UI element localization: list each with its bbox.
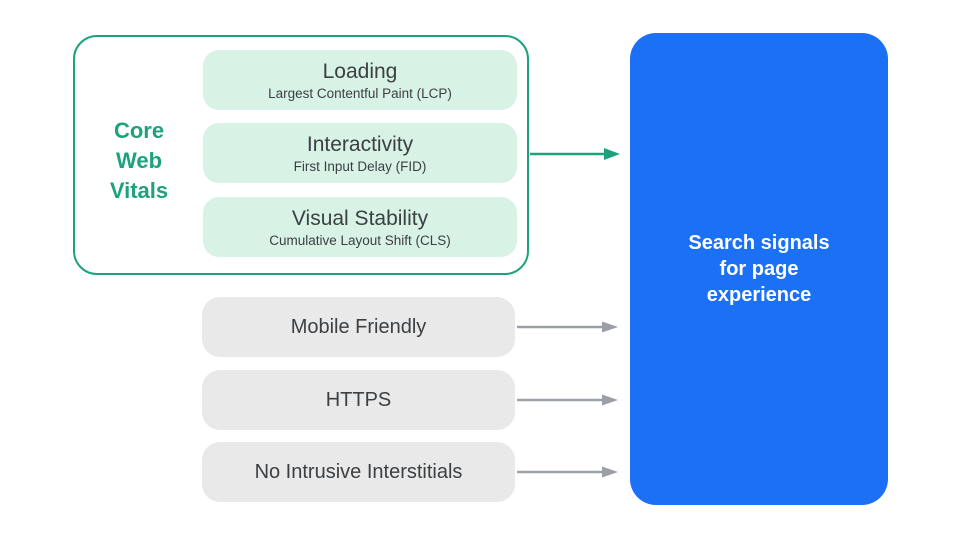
vital-subtitle: Cumulative Layout Shift (CLS) [269, 232, 451, 248]
signal-box-https: HTTPS [202, 370, 515, 430]
vital-title: Visual Stability [291, 206, 429, 230]
signal-label: Mobile Friendly [290, 315, 427, 338]
signal-box-no-intrusive-interstitials: No Intrusive Interstitials [202, 442, 515, 502]
signal-label: No Intrusive Interstitials [254, 460, 463, 483]
vital-subtitle: First Input Delay (FID) [293, 158, 427, 174]
signal-label: HTTPS [325, 388, 392, 411]
core-web-vitals-label-line: Core [113, 118, 165, 143]
vital-box-interactivity: Interactivity First Input Delay (FID) [203, 123, 517, 183]
https-arrow-icon [517, 394, 618, 406]
interstitials-arrow-icon [517, 466, 618, 478]
vital-title: Loading [322, 59, 398, 83]
vital-title: Interactivity [306, 132, 414, 156]
vital-box-visual-stability: Visual Stability Cumulative Layout Shift… [203, 197, 517, 257]
result-label-line: Search signals [688, 232, 830, 254]
signal-box-mobile-friendly: Mobile Friendly [202, 297, 515, 357]
core-web-vitals-label-line: Web [115, 148, 163, 173]
search-signals-result-box: Search signals for page experience [630, 33, 888, 505]
core-web-vitals-group: Core Web Vitals Loading Largest Contentf… [73, 35, 529, 275]
cwv-arrow-icon [530, 148, 620, 160]
mobile-friendly-arrow-icon [517, 321, 618, 333]
result-label-line: for page [719, 258, 799, 280]
core-web-vitals-label-line: Vitals [109, 178, 169, 203]
core-web-vitals-label: Core Web Vitals [75, 116, 203, 206]
result-label-line: experience [706, 284, 812, 306]
vital-box-loading: Loading Largest Contentful Paint (LCP) [203, 50, 517, 110]
vital-subtitle: Largest Contentful Paint (LCP) [268, 85, 452, 101]
